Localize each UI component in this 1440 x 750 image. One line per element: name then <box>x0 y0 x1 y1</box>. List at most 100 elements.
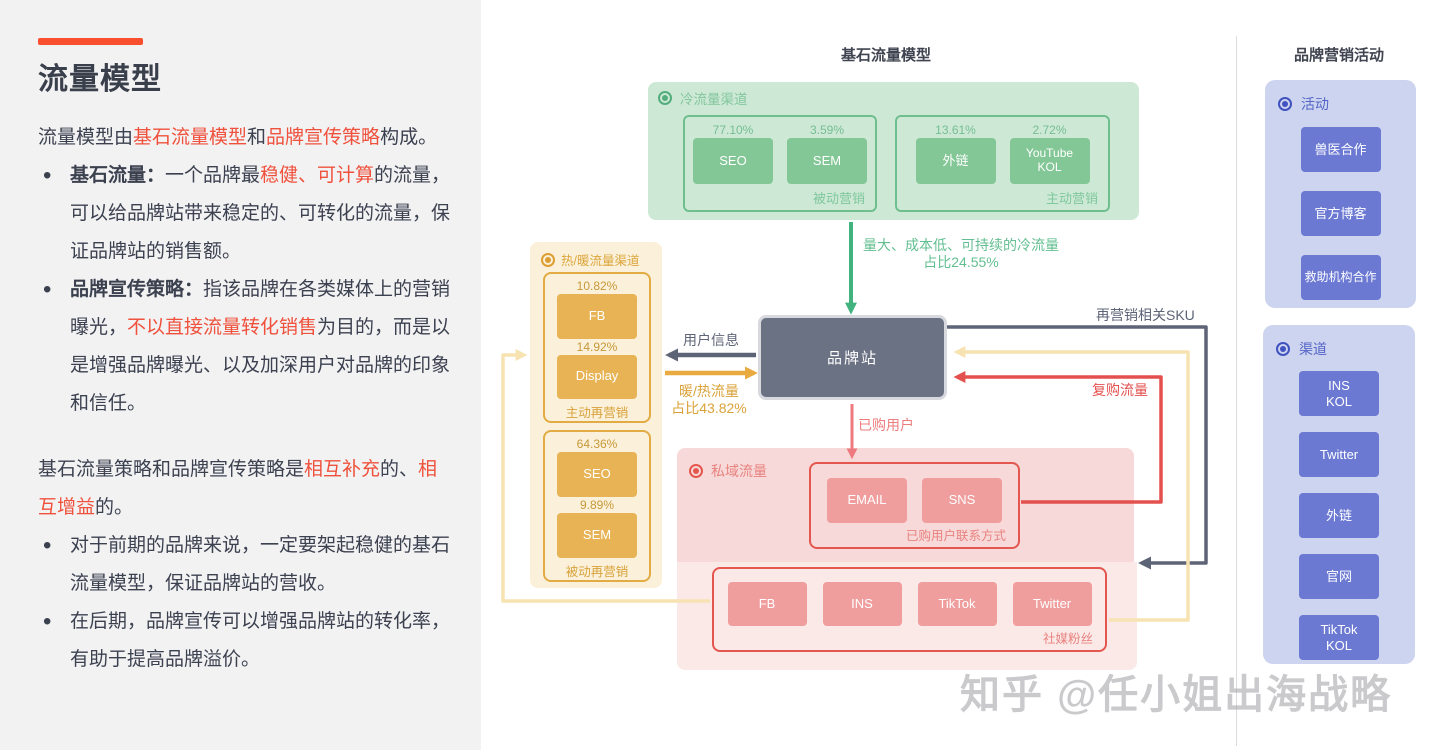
passive-marketing-label: 被动营销 <box>812 191 865 206</box>
target-icon <box>658 91 672 105</box>
term-lead: 品牌宣传策略： <box>70 279 204 300</box>
channel-group: 渠道 INS KOL Twitter 外链 官网 TikTok KOL <box>1263 325 1415 664</box>
text-segment: 的。 <box>95 497 134 518</box>
warm-traffic-label: 热/暖流量渠道 <box>541 250 639 269</box>
text-segment: 的、 <box>380 459 419 480</box>
passive-marketing-group: 77.10% SEO 3.59% SEM 被动营销 <box>683 115 877 212</box>
purchased-users-label: 已购用户 <box>858 417 914 433</box>
user-info-label: 用户信息 <box>683 332 739 348</box>
article-panel: 流量模型 流量模型由基石流量模型和品牌宣传策略构成。 基石流量：一个品牌最稳健、… <box>0 0 481 750</box>
channel-item-ins-kol: INS KOL <box>1299 371 1379 416</box>
seo-tile: SEO <box>693 138 773 184</box>
list-item-brand-promotion: 品牌宣传策略：指该品牌在各类媒体上的营销曝光，不以直接流量转化销售为目的，而是以… <box>38 271 451 423</box>
group-title: 冷流量渠道 <box>680 92 748 107</box>
tile-row: 77.10% SEO 3.59% SEM <box>685 122 875 184</box>
sem-group: 3.59% SEM <box>787 122 867 184</box>
activity-item-blog: 官方博客 <box>1300 191 1381 236</box>
activity-item-rescue: 救助机构合作 <box>1300 255 1381 300</box>
sns-tile: SNS <box>922 478 1002 523</box>
vertical-divider <box>1236 36 1237 746</box>
text-segment: 指该品牌在各类媒体上的营销曝光， <box>70 279 451 338</box>
target-icon <box>541 252 555 267</box>
radio-icon <box>1276 342 1290 356</box>
warm-flow-label: 暖/热流量 占比43.82% <box>659 383 759 417</box>
list-item-later-stage: 在后期，品牌宣传可以增强品牌站的转化率，有助于提高品牌溢价。 <box>38 603 451 679</box>
group-title: 渠道 <box>1299 341 1327 357</box>
social-fans-group: FB INS TikTok Twitter 社媒粉丝 <box>712 567 1107 652</box>
text-segment: 流量模型由 <box>38 127 134 148</box>
active-remarketing-label: 主动再营销 <box>565 406 629 420</box>
right-panel-title: 品牌营销活动 <box>1293 47 1384 64</box>
text-segment: 基石流量策略和品牌宣传策略是 <box>38 459 305 480</box>
tile-row: EMAIL SNS <box>811 478 1018 523</box>
sem-tile: SEM <box>557 513 637 558</box>
diagram-title: 基石流量模型 <box>840 47 931 64</box>
text-segment: 对于前期的品牌来说，一定要架起稳健的基石流量模型，保证品牌站的营收。 <box>70 535 451 594</box>
active-marketing-group: 13.61% 外链 2.72% YouTube KOL 主动营销 <box>895 115 1110 212</box>
text-segment-highlight: 相互增益 <box>38 459 438 518</box>
youtube-kol-tile: YouTube KOL <box>1009 138 1090 184</box>
text-segment: 一个品牌最 <box>165 165 261 186</box>
channel-item-twitter: Twitter <box>1299 432 1379 477</box>
text-segment: 构成。 <box>380 127 438 148</box>
brand-site-node: 品牌站 <box>758 315 947 400</box>
strategy-list: 对于前期的品牌来说，一定要架起稳健的基石流量模型，保证品牌站的营收。 在后期，品… <box>38 527 451 679</box>
term-lead: 基石流量： <box>70 165 166 186</box>
page-title: 流量模型 <box>38 63 162 96</box>
backlink-percentage: 13.61% <box>935 123 976 137</box>
activity-items: 兽医合作 官方博客 救助机构合作 <box>1265 127 1416 300</box>
text-segment: 为目的，而是以是增强品牌曝光、以及加深用户对品牌的印象和信任。 <box>70 317 451 414</box>
channel-item-website: 官网 <box>1299 554 1379 599</box>
sem-percentage: 9.89% <box>579 498 615 512</box>
group-title: 热/暖流量渠道 <box>561 254 640 268</box>
group-title: 活动 <box>1301 96 1329 112</box>
text-segment-highlight: 品牌宣传策略 <box>266 127 381 148</box>
group-title: 私域流量 <box>711 463 767 479</box>
accent-bar <box>38 38 143 45</box>
sem-percentage: 3.59% <box>809 123 845 137</box>
backlink-group: 13.61% 外链 <box>915 122 996 184</box>
flow-text: 占比43.82% <box>671 400 747 416</box>
backlink-tile: 外链 <box>915 138 996 184</box>
flow-text: 暖/热流量 <box>679 383 739 399</box>
summary-paragraph: 基石流量策略和品牌宣传策略是相互补充的、相互增益的。 <box>38 451 451 527</box>
text-segment-highlight: 稳健、可计算 <box>260 165 375 186</box>
flow-text: 占比24.55% <box>923 254 999 270</box>
seo-percentage: 77.10% <box>712 123 754 137</box>
definition-list: 基石流量：一个品牌最稳健、可计算的流量，可以给品牌站带来稳定的、可转化的流量，保… <box>38 157 451 423</box>
repurchase-label: 复购流量 <box>1092 382 1148 398</box>
passive-remarketing-group: 64.36% SEO 9.89% SEM 被动再营销 <box>543 430 651 582</box>
text-segment-highlight: 不以直接流量转化销售 <box>127 317 318 338</box>
fb-tile: FB <box>557 294 637 339</box>
watermark: 知乎 @任小姐出海战略 <box>960 673 1393 717</box>
radio-icon <box>1278 97 1292 111</box>
passive-remarketing-label: 被动再营销 <box>565 565 629 579</box>
activity-label-row: 活动 <box>1278 94 1416 114</box>
private-traffic-label: 私域流量 <box>689 461 767 481</box>
cold-flow-label: 量大、成本低、可持续的冷流量 占比24.55% <box>861 237 1061 271</box>
seo-percentage: 64.36% <box>576 437 618 451</box>
active-remarketing-group: 10.82% FB 14.92% Display 主动再营销 <box>543 272 651 423</box>
list-item-cornerstone-traffic: 基石流量：一个品牌最稳健、可计算的流量，可以给品牌站带来稳定的、可转化的流量，保… <box>38 157 451 271</box>
intro-paragraph: 流量模型由基石流量模型和品牌宣传策略构成。 <box>38 119 451 157</box>
channel-item-tiktok-kol: TikTok KOL <box>1299 615 1379 660</box>
display-percentage: 14.92% <box>576 339 618 354</box>
seo-tile: SEO <box>557 452 637 497</box>
social-fans-label: 社媒粉丝 <box>1042 632 1093 646</box>
list-item-early-stage: 对于前期的品牌来说，一定要架起稳健的基石流量模型，保证品牌站的营收。 <box>38 527 451 603</box>
fb-tile: FB <box>727 582 807 626</box>
youtube-kol-group: 2.72% YouTube KOL <box>1009 122 1090 184</box>
tile-row: FB INS TikTok Twitter <box>714 582 1105 626</box>
purchased-contact-group: EMAIL SNS 已购用户联系方式 <box>809 462 1020 549</box>
text-segment-highlight: 相互补充 <box>304 459 381 480</box>
youtube-kol-percentage: 2.72% <box>1032 123 1067 137</box>
display-tile: Display <box>557 354 637 399</box>
seo-group: 77.10% SEO <box>693 122 773 184</box>
purchased-contact-label: 已购用户联系方式 <box>905 529 1006 543</box>
ins-tile: INS <box>822 582 902 626</box>
text-segment: 在后期，品牌宣传可以增强品牌站的转化率，有助于提高品牌溢价。 <box>70 611 451 670</box>
tile-row: 13.61% 外链 2.72% YouTube KOL <box>897 122 1108 184</box>
channel-items: INS KOL Twitter 外链 官网 TikTok KOL <box>1263 371 1415 660</box>
email-tile: EMAIL <box>827 478 907 523</box>
